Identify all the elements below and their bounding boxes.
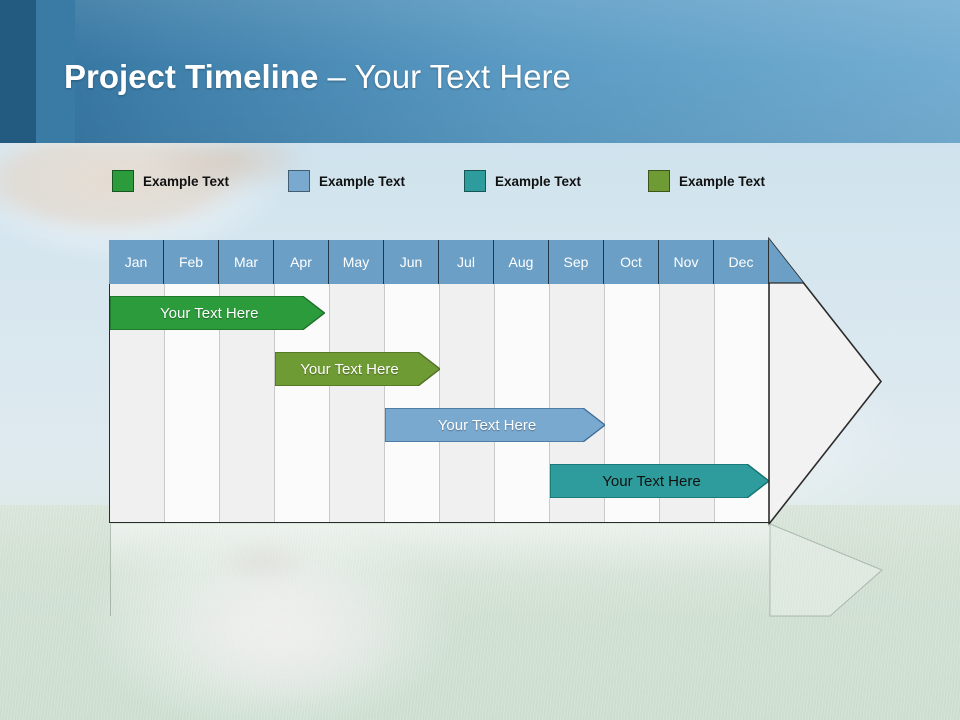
month-header-nov[interactable]: Nov: [659, 240, 714, 284]
month-header-jan[interactable]: Jan: [109, 240, 164, 284]
month-header-jul[interactable]: Jul: [439, 240, 494, 284]
header-accent-dark-stripe: [0, 0, 36, 143]
task-bar-arrow-icon: [110, 296, 325, 330]
chart-reflection-arrow: [769, 523, 883, 617]
task-bar-label: Your Text Here: [300, 360, 399, 378]
page-title-strong: Project Timeline: [64, 58, 319, 95]
legend-swatch-icon: [288, 170, 310, 192]
task-bar-label: Your Text Here: [160, 304, 259, 322]
month-header-sep[interactable]: Sep: [549, 240, 604, 284]
timeline-task-bar-1[interactable]: Your Text Here: [110, 296, 325, 330]
month-header-dec[interactable]: Dec: [714, 240, 769, 284]
legend-item-label: Example Text: [495, 173, 582, 189]
legend-swatch-icon: [464, 170, 486, 192]
task-bar-label: Your Text Here: [437, 416, 537, 434]
legend-item-label: Example Text: [319, 173, 406, 189]
month-header-apr[interactable]: Apr: [274, 240, 329, 284]
chart-reflection: [110, 524, 770, 616]
timeline-column-jul: [440, 241, 495, 522]
slide-header-band: [0, 0, 960, 143]
header-sheen-overlay: [75, 0, 960, 143]
timeline-column-jun: [385, 241, 440, 522]
task-bar-arrow-icon: [385, 408, 605, 442]
month-header-aug[interactable]: Aug: [494, 240, 549, 284]
legend-swatch-icon: [112, 170, 134, 192]
page-title-light: – Your Text Here: [318, 58, 571, 95]
timeline-task-bar-3[interactable]: Your Text Here: [385, 408, 605, 442]
legend-item-label: Example Text: [143, 173, 230, 189]
month-header-oct[interactable]: Oct: [604, 240, 659, 284]
task-bar-arrow-icon: [275, 352, 440, 386]
page-title: Project Timeline – Your Text Here: [64, 58, 571, 96]
timeline-column-oct: [605, 241, 660, 522]
timeline-arrowhead-icon: [768, 236, 883, 527]
timeline-task-bar-2[interactable]: Your Text Here: [275, 352, 440, 386]
task-bar-label: Your Text Here: [602, 472, 701, 490]
legend-item-1[interactable]: Example Text: [112, 168, 229, 194]
legend-swatch-icon: [648, 170, 670, 192]
legend-item-label: Example Text: [679, 173, 766, 189]
timeline-task-bar-4[interactable]: Your Text Here: [550, 464, 769, 498]
month-header-may[interactable]: May: [329, 240, 384, 284]
timeline-column-feb: [165, 241, 220, 522]
month-header-mar[interactable]: Mar: [219, 240, 274, 284]
month-header-feb[interactable]: Feb: [164, 240, 219, 284]
month-header-jun[interactable]: Jun: [384, 240, 439, 284]
chart-legend: Example Text Example Text Example Text Exam…: [0, 168, 960, 196]
header-accent-mid-stripe: [36, 0, 75, 143]
timeline-column-jan: [110, 241, 165, 522]
legend-item-3[interactable]: Example Text: [464, 168, 581, 194]
task-bar-arrow-icon: [550, 464, 769, 498]
timeline-column-aug: [495, 241, 550, 522]
legend-item-4[interactable]: Example Text: [648, 168, 765, 194]
legend-item-2[interactable]: Example Text: [288, 168, 405, 194]
